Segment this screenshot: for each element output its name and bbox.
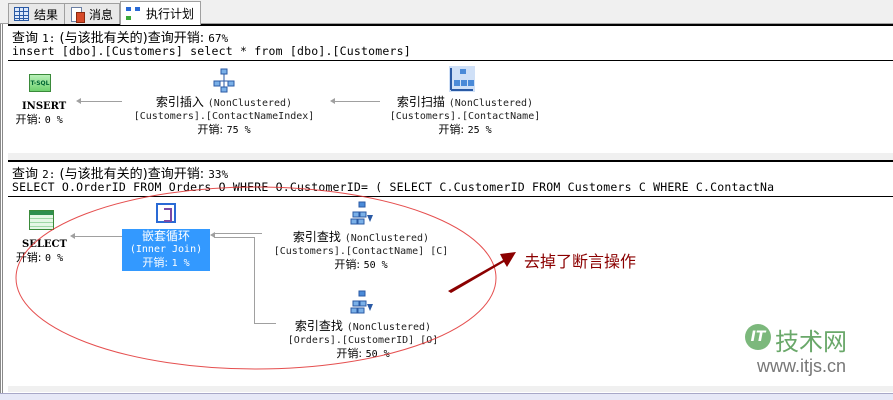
- execution-plan-panel[interactable]: [0, 24, 893, 400]
- tsql-icon[interactable]: T-SQL: [29, 74, 51, 92]
- query-1-header: 查询 1: (与该批有关的)查询开销: 67% insert [dbo].[Cu…: [8, 24, 893, 61]
- connector-line: [214, 233, 262, 234]
- horizontal-scrollbar[interactable]: [8, 386, 893, 392]
- plan-node-insert[interactable]: INSERT 开销: 0 %: [15, 101, 67, 126]
- query-2-sql: SELECT O.OrderID FROM Orders O WHERE O.C…: [12, 180, 775, 194]
- connector-line: [74, 236, 122, 237]
- index-scan-icon[interactable]: [449, 66, 475, 92]
- query-1-sql: insert [dbo].[Customers] select * from […: [12, 44, 411, 58]
- watermark-badge: IT: [745, 324, 771, 350]
- index-seek-icon[interactable]: [350, 290, 374, 316]
- query-2-header: 查询 2: (与该批有关的)查询开销: 33% SELECT O.OrderID…: [8, 160, 893, 197]
- tab-messages[interactable]: 消息: [64, 3, 121, 24]
- query-2-title: 查询 2: (与该批有关的)查询开销: 33%: [12, 167, 229, 182]
- messages-icon: [70, 7, 85, 23]
- connector-line: [214, 237, 254, 238]
- watermark-title: 技术网: [775, 328, 847, 356]
- execution-plan-icon: [126, 6, 141, 21]
- arrow-left-icon: [210, 232, 215, 238]
- plan-node-index-seek-customers[interactable]: 索引查找 (NonClustered) [Customers].[Contact…: [273, 230, 449, 272]
- annotation-arrow-icon: [448, 252, 516, 293]
- highlight-ellipse: [15, 186, 497, 370]
- watermark-url: www.itjs.cn: [757, 356, 847, 376]
- status-bar: [0, 393, 893, 400]
- index-seek-icon[interactable]: [350, 201, 374, 227]
- query-separator: [8, 153, 893, 160]
- select-icon[interactable]: [29, 210, 54, 230]
- tab-execution-plan[interactable]: 执行计划: [120, 1, 202, 25]
- plan-node-nested-loops[interactable]: 嵌套循环 (Inner Join) 开销: 1 %: [122, 229, 210, 271]
- annotation-text: 去掉了断言操作: [524, 252, 637, 271]
- connector-line: [334, 101, 380, 102]
- arrow-left-icon: [330, 98, 335, 104]
- plan-node-index-insert[interactable]: 索引插入 (NonClustered) [Customers].[Contact…: [133, 95, 315, 137]
- result-tabs: 结果 消息 执行计划: [0, 0, 893, 25]
- plan-node-index-seek-orders[interactable]: 索引查找 (NonClustered) [Orders].[CustomerID…: [287, 319, 439, 361]
- arrow-left-icon: [70, 233, 75, 239]
- connector-line: [254, 237, 255, 324]
- connector-line: [80, 101, 122, 102]
- tab-results-label: 结果: [34, 7, 59, 22]
- tab-execution-plan-label: 执行计划: [146, 7, 195, 21]
- plan-node-select[interactable]: SELECT 开销: 0 %: [15, 239, 67, 264]
- plan-node-index-scan[interactable]: 索引扫描 (NonClustered) [Customers].[Contact…: [389, 95, 541, 137]
- connector-line: [254, 323, 276, 324]
- arrow-left-icon: [76, 98, 81, 104]
- tab-messages-label: 消息: [89, 7, 114, 22]
- grid-icon: [14, 7, 29, 21]
- query-1-title: 查询 1: (与该批有关的)查询开销: 67%: [12, 31, 229, 46]
- index-insert-icon[interactable]: [212, 68, 236, 94]
- nested-loops-icon[interactable]: [156, 203, 176, 223]
